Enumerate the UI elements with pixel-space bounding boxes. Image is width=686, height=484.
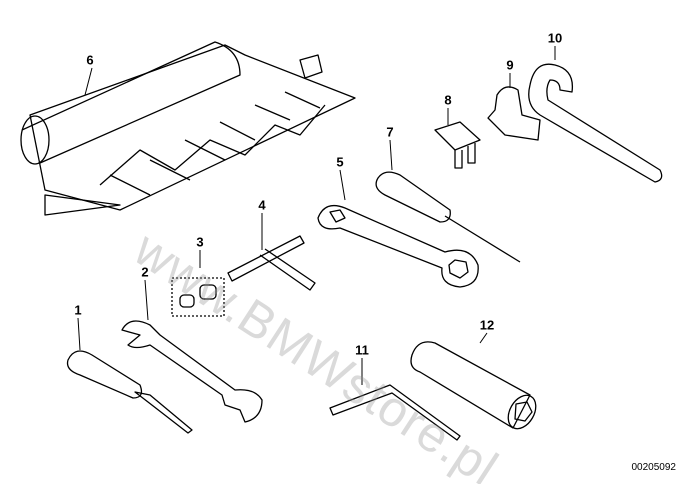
screwdriver-1-drawing bbox=[66, 350, 193, 434]
fuse-puller-drawing bbox=[434, 121, 481, 169]
hook-wrench-drawing bbox=[528, 63, 663, 183]
ring-wrench-drawing bbox=[317, 204, 479, 288]
part-number-label: 11 bbox=[355, 342, 369, 358]
part-number-label: 7 bbox=[386, 124, 394, 140]
part-number-label: 3 bbox=[196, 234, 204, 250]
open-end-wrench-drawing bbox=[121, 320, 263, 423]
part-number-label: 10 bbox=[547, 30, 563, 46]
part-number-label: 2 bbox=[141, 264, 149, 280]
hex-key-drawing bbox=[329, 384, 461, 441]
tool-bag-drawing bbox=[20, 41, 356, 216]
part-number-label: 6 bbox=[86, 52, 94, 68]
part-number-label: 4 bbox=[258, 197, 266, 213]
t-handle-drawing bbox=[227, 235, 316, 291]
part-number-label: 8 bbox=[444, 92, 452, 108]
screwdriver-7-drawing bbox=[375, 171, 521, 263]
part-number-label: 1 bbox=[74, 302, 82, 318]
part-number-label: 9 bbox=[506, 57, 514, 73]
part-number-label: 5 bbox=[336, 154, 344, 170]
spark-plug-socket-drawing bbox=[410, 341, 537, 430]
diagram-code: 00205092 bbox=[631, 462, 677, 473]
sockets-drawing bbox=[171, 277, 225, 317]
part-number-label: 12 bbox=[479, 317, 495, 333]
clip-drawing bbox=[487, 86, 541, 141]
